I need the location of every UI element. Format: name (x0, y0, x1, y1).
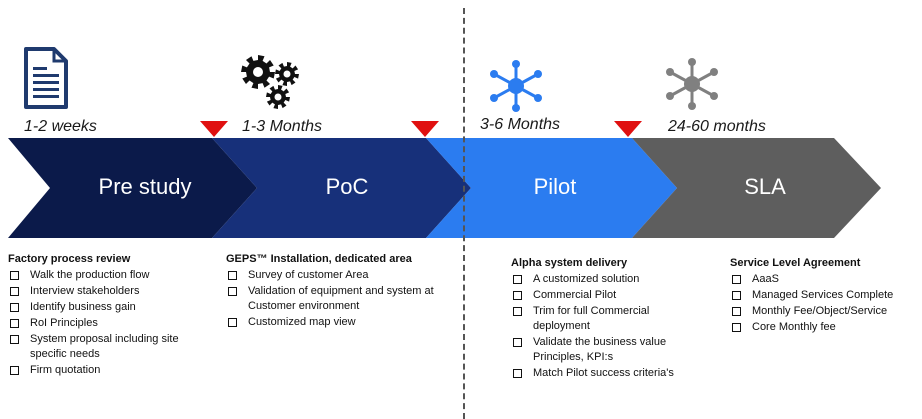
duration-pilot: 3-6 Months (480, 116, 561, 133)
chevron-poc (212, 138, 471, 238)
list-item: RoI Principles (8, 316, 208, 331)
list-item: Validate the business value Principles, … (511, 335, 701, 365)
list-item-text: Core Monthly fee (752, 321, 836, 333)
checkbox-bullet-icon (513, 307, 522, 316)
milestone-marker (411, 121, 439, 137)
detail-block-pilot: Alpha system delivery A customized solut… (511, 257, 701, 382)
list-item: Walk the production flow (8, 268, 208, 283)
checkbox-bullet-icon (10, 335, 19, 344)
checkbox-bullet-icon (228, 318, 237, 327)
list-item-text: Survey of customer Area (248, 269, 369, 281)
list-item-text: Validation of equipment and system at Cu… (248, 285, 434, 312)
list-item: Trim for full Commercial deployment (511, 304, 701, 334)
duration-sla: 24-60 months (668, 118, 766, 135)
list-item: Firm quotation (8, 363, 208, 378)
stage-label-pilot: Pilot (533, 174, 577, 199)
stage-label-poc: PoC (325, 174, 369, 199)
checkbox-bullet-icon (228, 271, 237, 280)
list-item: Customized map view (226, 315, 466, 330)
list-item-text: A customized solution (533, 273, 640, 285)
stage-label-pre-study: Pre study (98, 174, 192, 199)
list-item: Interview stakeholders (8, 284, 208, 299)
checkbox-bullet-icon (10, 271, 19, 280)
list-item-text: AaaS (752, 273, 779, 285)
checkbox-bullet-icon (10, 319, 19, 328)
document-icon (24, 47, 68, 109)
checkbox-bullet-icon (10, 303, 19, 312)
list-item-text: Managed Services Complete (752, 289, 894, 301)
duration-poc: 1-3 Months (242, 118, 323, 135)
list-item: Core Monthly fee (730, 320, 922, 335)
checkbox-bullet-icon (10, 366, 19, 375)
list-item: A customized solution (511, 272, 701, 287)
detail-block-pre-study: Factory process review Walk the producti… (8, 253, 208, 379)
list-item: System proposal including site specific … (8, 332, 208, 362)
list-item-text: Commercial Pilot (533, 289, 617, 301)
chevron-pre-study (8, 138, 257, 238)
duration-pre-study: 1-2 weeks (24, 118, 97, 135)
checkbox-bullet-icon (513, 291, 522, 300)
milestone-marker (200, 121, 228, 137)
list-item: Validation of equipment and system at Cu… (226, 284, 466, 314)
list-item-text: Monthly Fee/Object/Service (752, 305, 888, 317)
list-item-text: Identify business gain (30, 301, 136, 313)
list-item: Monthly Fee/Object/Service (730, 304, 922, 319)
checkbox-bullet-icon (732, 323, 741, 332)
list-item: Managed Services Complete (730, 288, 922, 303)
checkbox-bullet-icon (513, 369, 522, 378)
list-item: Survey of customer Area (226, 268, 466, 283)
list-item-text: Firm quotation (30, 364, 101, 376)
detail-title: Factory process review (8, 253, 131, 265)
network-hub-icon (666, 58, 718, 110)
chevron-sla (632, 138, 881, 238)
list-item: Commercial Pilot (511, 288, 701, 303)
list-item-text: RoI Principles (30, 317, 98, 329)
network-hub-icon (490, 60, 542, 112)
detail-block-poc: GEPS™ Installation, dedicated area Surve… (226, 253, 466, 331)
checkbox-bullet-icon (10, 287, 19, 296)
checkbox-bullet-icon (513, 338, 522, 347)
list-item: AaaS (730, 272, 922, 287)
detail-title: GEPS™ Installation, dedicated area (226, 253, 412, 265)
checkbox-bullet-icon (513, 275, 522, 284)
checkbox-bullet-icon (732, 307, 741, 316)
phase-divider-line (463, 8, 465, 419)
stage-label-sla: SLA (744, 174, 786, 199)
list-item-text: System proposal including site specific … (30, 333, 179, 360)
list-item-text: Validate the business value Principles, … (533, 336, 667, 363)
detail-title: Service Level Agreement (730, 257, 861, 269)
detail-block-sla: Service Level Agreement AaaS Managed Serv… (730, 257, 922, 336)
gears-icon (241, 55, 299, 109)
list-item-text: Interview stakeholders (30, 285, 140, 297)
checkbox-bullet-icon (228, 287, 237, 296)
list-item-text: Walk the production flow (30, 269, 150, 281)
detail-title: Alpha system delivery (511, 257, 628, 269)
list-item: Match Pilot success criteria's (511, 366, 701, 381)
chevron-pilot (426, 138, 677, 238)
list-item-text: Match Pilot success criteria's (533, 367, 674, 379)
checkbox-bullet-icon (732, 291, 741, 300)
milestone-marker (614, 121, 642, 137)
checkbox-bullet-icon (732, 275, 741, 284)
list-item-text: Trim for full Commercial deployment (533, 305, 650, 332)
list-item: Identify business gain (8, 300, 208, 315)
list-item-text: Customized map view (248, 316, 356, 328)
